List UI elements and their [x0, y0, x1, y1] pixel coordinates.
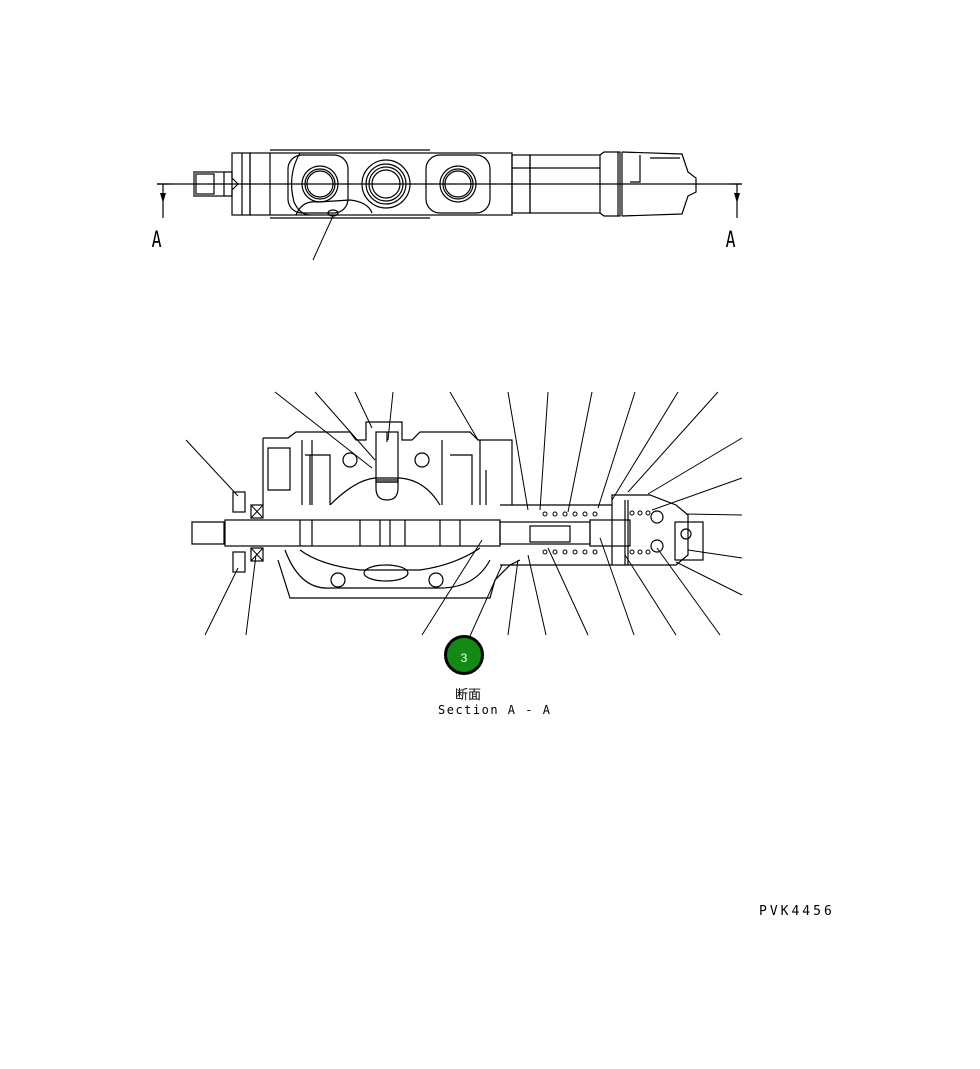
section-marker-right: A [725, 228, 736, 253]
drawing-id: PVK4456 [759, 904, 835, 919]
spring-coils [542, 510, 651, 555]
section-view [185, 391, 743, 637]
section-caption-jp: 断面 [455, 688, 482, 703]
section-caption-en: Section A - A [438, 703, 552, 717]
section-marker-left: A [151, 228, 162, 253]
leader-lines [185, 391, 743, 637]
callout-number: 3 [460, 651, 468, 665]
part-callout-3[interactable]: 3 [444, 635, 484, 675]
top-view [157, 149, 742, 261]
